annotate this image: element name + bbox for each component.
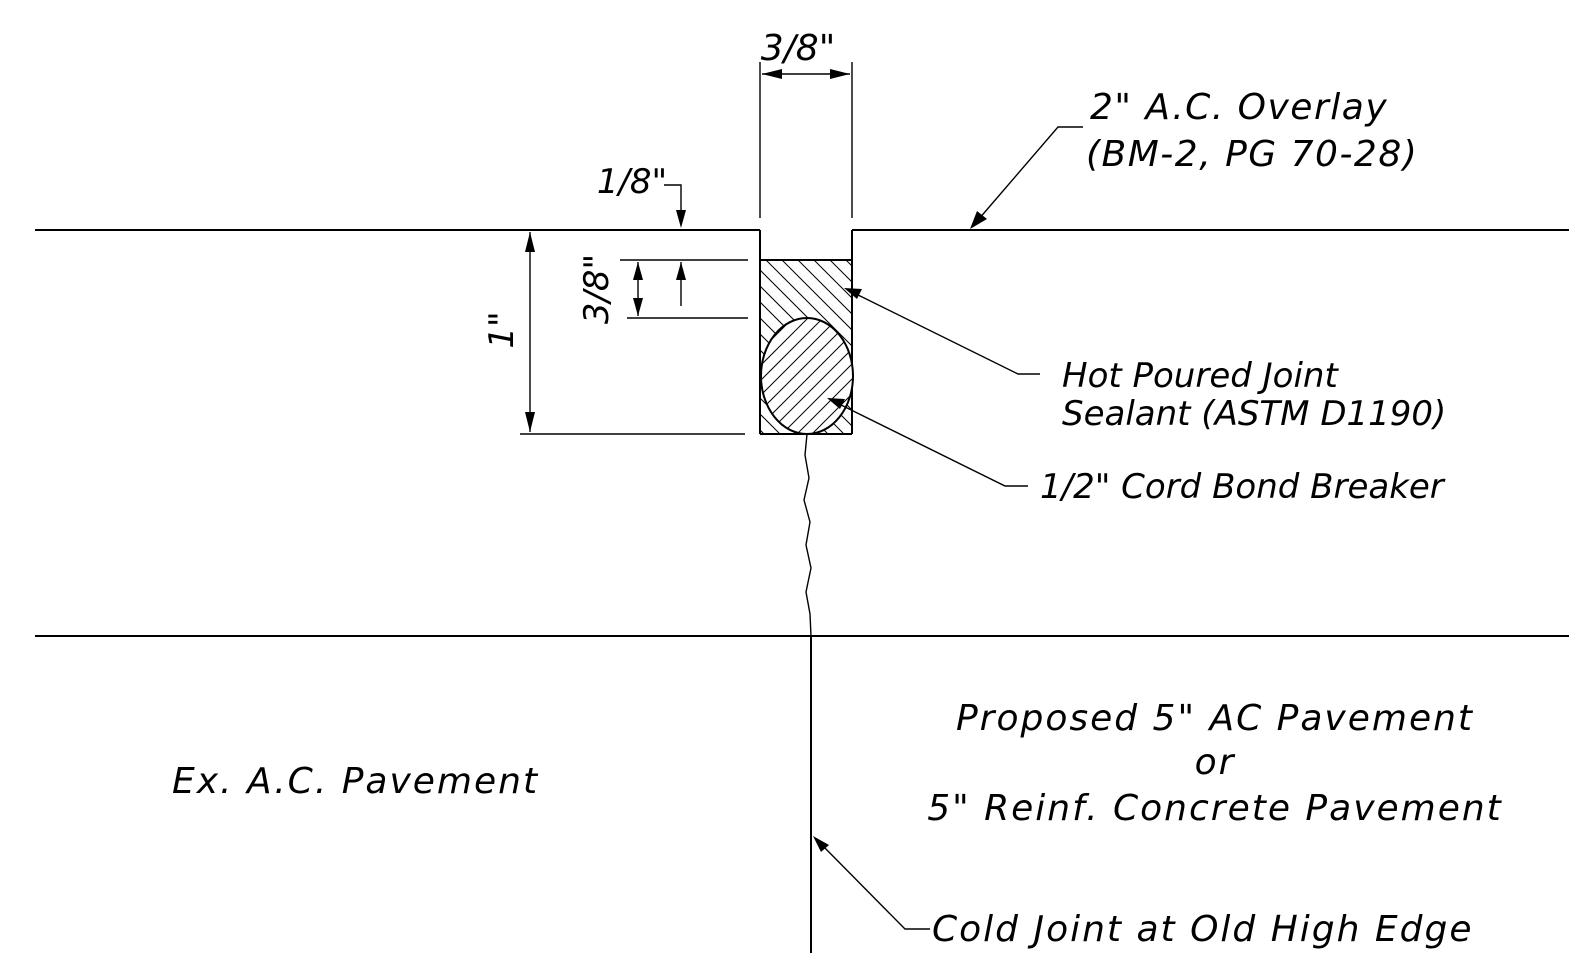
hatch-line <box>915 316 1035 436</box>
hatch-line <box>870 316 990 436</box>
hatch-line <box>878 260 1052 434</box>
hatch-line <box>794 318 853 434</box>
hatch-line <box>761 318 811 434</box>
overall-depth-dimension: 1" <box>482 232 745 435</box>
sealant-depth-label: 3/8" <box>577 254 617 324</box>
hatch-line <box>813 260 852 299</box>
hatch-line <box>885 316 1005 436</box>
sealant-depth-dimension: 3/8" <box>577 254 748 324</box>
hatch-line <box>761 318 826 434</box>
hatch-line <box>779 318 853 434</box>
hatch-line <box>761 318 766 434</box>
hatch-line <box>555 316 675 436</box>
hatch-line <box>630 316 750 436</box>
hatch-line <box>760 413 781 434</box>
hatch-line <box>761 318 841 434</box>
hatch-line <box>829 260 852 283</box>
cold-joint-label: Cold Joint at Old High Edge <box>932 909 1474 950</box>
hatch-line <box>542 260 716 434</box>
hatch-line <box>855 316 975 436</box>
overlay-label-line2: (BM-2, PG 70-28) <box>1086 134 1418 175</box>
existing-pavement-label: Ex. A.C. Pavement <box>172 761 539 802</box>
cold-joint-callout: Cold Joint at Old High Edge <box>813 836 1474 950</box>
proposed-pavement-line2: or <box>1195 742 1236 783</box>
hatch-line <box>761 318 796 434</box>
overall-depth-label: 1" <box>482 311 522 348</box>
hatch-line <box>809 318 853 434</box>
hatch-line <box>910 260 1084 434</box>
hatch-line <box>797 260 852 315</box>
hatch-line <box>540 316 660 436</box>
hatch-line <box>615 316 735 436</box>
hatch-line <box>585 316 705 436</box>
hatch-line <box>570 316 690 436</box>
hatch-line <box>761 318 853 434</box>
overlay-label-line1: 2" A.C. Overlay <box>1090 87 1388 128</box>
recess-depth-label: 1/8" <box>597 162 667 202</box>
hatch-line <box>900 316 1020 436</box>
hatch-line <box>894 260 1068 434</box>
region-labels: Ex. A.C. Pavement Proposed 5" AC Pavemen… <box>172 698 1503 829</box>
hatch-line <box>930 316 1050 436</box>
overlay-callout: 2" A.C. Overlay (BM-2, PG 70-28) <box>962 87 1418 231</box>
hatch-line <box>862 260 1036 434</box>
joint-reservoir <box>759 230 853 435</box>
recess-dimension: 1/8" <box>502 162 760 231</box>
sealant-callout: Hot Poured Joint Sealant (ASTM D1190) <box>844 288 1446 434</box>
reflective-crack <box>803 433 812 637</box>
cord-callout: 1/2" Cord Bond Breaker <box>827 398 1446 507</box>
hatch-line <box>764 318 853 434</box>
proposed-pavement-line1: Proposed 5" AC Pavement <box>956 698 1474 739</box>
hatch-line <box>781 260 852 331</box>
hatch-line <box>600 316 720 436</box>
joint-width-label: 3/8" <box>761 28 836 69</box>
hatch-line <box>839 318 853 434</box>
cord-label: 1/2" Cord Bond Breaker <box>1040 467 1446 507</box>
hatch-line <box>765 260 852 347</box>
cord-bond-breaker <box>540 316 1065 436</box>
proposed-pavement-line3: 5" Reinf. Concrete Pavement <box>927 788 1503 829</box>
sealant-label-line2: Sealant (ASTM D1190) <box>1062 394 1446 434</box>
joint-width-dimension: 3/8" <box>759 28 853 218</box>
hatch-line <box>845 260 852 267</box>
sealant-label-line1: Hot Poured Joint <box>1062 356 1339 396</box>
hatch-line <box>945 316 1065 436</box>
